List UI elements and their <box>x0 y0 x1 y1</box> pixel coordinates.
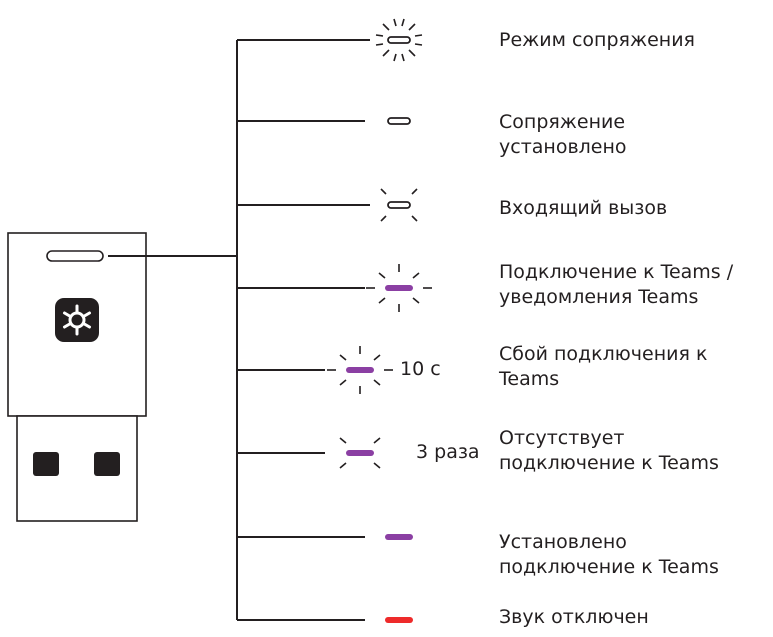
state-label: Отсутствует подключение к Teams <box>499 427 719 474</box>
asterisk-logo-icon <box>55 298 99 342</box>
usb-pin-icon <box>94 452 120 476</box>
led-indicator-icon <box>380 188 418 222</box>
led-indicator-icon <box>385 534 413 540</box>
usb-pin-icon <box>33 452 59 476</box>
blink-ray <box>393 18 397 27</box>
led-indicator-icon <box>327 346 393 394</box>
dongle-led-slot <box>46 250 104 262</box>
state-label: Подключение к Teams / уведомления Teams <box>499 261 734 308</box>
blink-ray <box>408 49 416 57</box>
blink-ray <box>339 379 347 386</box>
blink-ray <box>339 354 347 361</box>
blink-ray <box>414 43 423 46</box>
blink-ray <box>401 18 405 27</box>
state-row <box>237 264 432 312</box>
state-row <box>237 617 413 623</box>
blink-ray <box>412 272 420 279</box>
state-label: Режим сопряжения <box>499 29 695 51</box>
led-indicator-icon <box>339 437 381 469</box>
blink-ray <box>373 462 381 469</box>
blink-ray <box>339 462 347 469</box>
usb-dongle <box>7 232 147 522</box>
led-indicator-icon <box>387 117 411 125</box>
blink-ray <box>380 188 387 195</box>
blink-duration-note: 10 с <box>400 358 441 380</box>
blink-ray <box>401 53 405 62</box>
blink-ray <box>411 188 418 195</box>
blink-ray <box>375 34 384 37</box>
blink-ray <box>378 272 386 279</box>
blink-ray <box>373 354 381 361</box>
blink-ray <box>375 43 384 46</box>
blink-ray <box>380 215 387 222</box>
blink-ray <box>414 34 423 37</box>
state-label: Сбой подключения к Teams <box>499 343 708 390</box>
state-row <box>237 437 381 469</box>
blink-ray <box>378 297 386 304</box>
state-row <box>237 534 413 540</box>
blink-ray <box>393 53 397 62</box>
state-label: Звук отключен <box>499 606 649 628</box>
state-row <box>237 117 411 125</box>
state-row <box>237 346 393 394</box>
state-label: Входящий вызов <box>499 197 668 219</box>
blink-ray <box>373 437 381 444</box>
blink-ray <box>408 23 416 31</box>
state-row <box>237 18 423 62</box>
state-row <box>237 188 418 222</box>
led-indicator-icon <box>385 617 413 623</box>
state-label: Установлено подключение к Teams <box>499 531 719 578</box>
state-label: Сопряжение установлено <box>499 111 627 158</box>
led-indicator-icon <box>375 18 423 62</box>
blink-duration-note: 3 раза <box>416 441 480 463</box>
blink-ray <box>411 215 418 222</box>
blink-ray <box>339 437 347 444</box>
led-indicator-icon <box>366 264 432 312</box>
blink-ray <box>373 379 381 386</box>
blink-ray <box>412 297 420 304</box>
blink-ray <box>382 23 390 31</box>
state-rows <box>237 18 432 623</box>
blink-ray <box>382 49 390 57</box>
